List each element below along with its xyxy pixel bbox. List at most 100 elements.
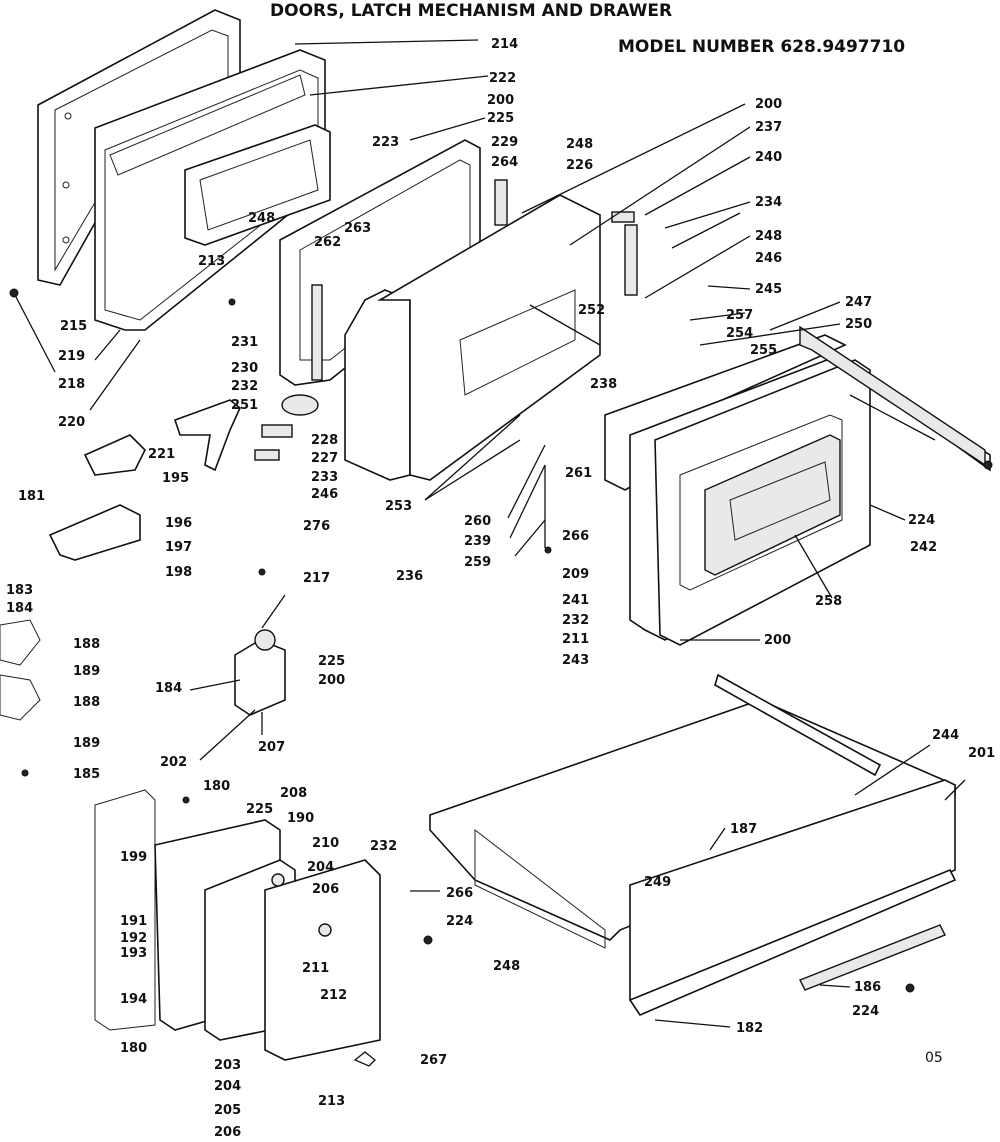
middle-door-assembly [279, 139, 638, 481]
leader-line [671, 212, 741, 249]
callout-251: 251 [231, 398, 258, 413]
callout-187: 187 [730, 822, 757, 837]
callout-200: 200 [487, 93, 514, 108]
leader-line [514, 519, 546, 557]
callout-203: 203 [214, 1058, 241, 1073]
callout-225c: 225 [246, 802, 273, 817]
panel-door-212 [264, 859, 381, 1061]
diagram-title: DOORS, LATCH MECHANISM AND DRAWER [270, 1, 672, 21]
door-window-glass [109, 74, 306, 176]
callout-204b: 204 [214, 1079, 241, 1094]
callout-208: 208 [280, 786, 307, 801]
callout-209: 209 [562, 567, 589, 582]
leader-line [14, 294, 56, 373]
callout-261: 261 [565, 466, 592, 481]
leader-line [309, 75, 489, 96]
screw-icon [228, 298, 236, 306]
drawer-side [474, 828, 606, 949]
callout-200d: 200 [318, 673, 345, 688]
side-panel-assembly [94, 789, 381, 1061]
callout-276: 276 [303, 519, 330, 534]
callout-214: 214 [491, 37, 518, 52]
callout-229: 229 [491, 135, 518, 150]
callout-188: 188 [73, 637, 100, 652]
leader-line [854, 744, 931, 796]
callout-185: 185 [73, 767, 100, 782]
callout-197: 197 [165, 540, 192, 555]
callout-199: 199 [120, 850, 147, 865]
screw-icon [21, 769, 29, 777]
cam-251 [281, 394, 319, 416]
callout-221: 221 [148, 447, 175, 462]
callout-193: 193 [120, 946, 147, 961]
leader-line [699, 323, 841, 346]
panel-seal-199 [94, 789, 156, 1031]
screw-hole [64, 112, 72, 120]
drawer-rail-186 [799, 924, 946, 991]
door-window [679, 414, 843, 591]
callout-184b: 184 [155, 681, 182, 696]
callout-218: 218 [58, 377, 85, 392]
callout-248: 248 [566, 137, 593, 152]
callout-242: 242 [910, 540, 937, 555]
callout-190: 190 [287, 811, 314, 826]
callout-232b: 232 [562, 613, 589, 628]
latch-mechanism [0, 394, 319, 721]
leader-line [769, 301, 841, 331]
storage-drawer [429, 673, 957, 1016]
callout-231: 231 [231, 335, 258, 350]
drawer-body [429, 699, 956, 941]
callout-211: 211 [562, 632, 589, 647]
leader-line [689, 312, 746, 321]
callout-220: 220 [58, 415, 85, 430]
callout-240: 240 [755, 150, 782, 165]
leader-line [569, 126, 751, 246]
link-227 [254, 449, 280, 461]
callout-183: 183 [6, 583, 33, 598]
callout-254: 254 [726, 326, 753, 341]
callout-213: 213 [198, 254, 225, 269]
model-number: MODEL NUMBER 628.9497710 [618, 37, 905, 57]
leader-line [294, 39, 479, 45]
callout-222: 222 [489, 71, 516, 86]
leader-line [529, 304, 601, 346]
callout-195: 195 [162, 471, 189, 486]
leader-line [869, 504, 906, 521]
callout-202: 202 [160, 755, 187, 770]
callout-228: 228 [311, 433, 338, 448]
callout-238: 238 [590, 377, 617, 392]
switch-189 [0, 674, 41, 721]
callout-181: 181 [18, 489, 45, 504]
callout-223: 223 [372, 135, 399, 150]
leader-lines [14, 39, 966, 1028]
callout-200c: 200 [764, 633, 791, 648]
callout-211b: 211 [302, 961, 329, 976]
hinge-bar [311, 284, 323, 381]
callout-213b: 213 [318, 1094, 345, 1109]
callout-236: 236 [396, 569, 423, 584]
callout-264: 264 [491, 155, 518, 170]
leader-line [654, 1019, 731, 1028]
switch-188 [0, 619, 41, 666]
callout-224b: 224 [852, 1004, 879, 1019]
callout-239: 239 [464, 534, 491, 549]
screw-icon [182, 796, 190, 804]
callout-232c: 232 [370, 839, 397, 854]
leader-line [189, 679, 241, 691]
callout-227: 227 [311, 451, 338, 466]
door-liner [184, 124, 331, 246]
callout-263: 263 [344, 221, 371, 236]
knob-211 [318, 923, 332, 937]
leader-line [707, 285, 751, 290]
screw-icon [905, 983, 915, 993]
callout-215: 215 [60, 319, 87, 334]
callout-188b: 188 [73, 695, 100, 710]
callout-192: 192 [120, 931, 147, 946]
callout-253: 253 [385, 499, 412, 514]
leader-line [644, 156, 751, 216]
callout-225b: 225 [318, 654, 345, 669]
callout-258: 258 [815, 594, 842, 609]
upper-door-assembly [37, 9, 331, 331]
callout-labels: 214 222 200 225 223 229 264 248 226 200 … [6, 37, 995, 1140]
callout-180: 180 [203, 779, 230, 794]
